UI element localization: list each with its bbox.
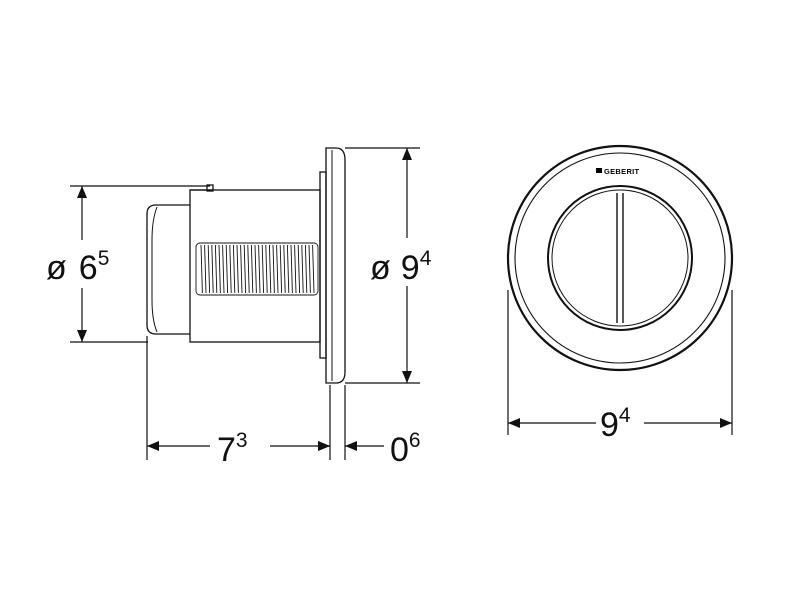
plate-dim-text-bg bbox=[366, 238, 450, 286]
thread-rib bbox=[290, 244, 293, 294]
side-view bbox=[146, 147, 346, 384]
thread-rib bbox=[236, 244, 239, 294]
thread-rib bbox=[232, 244, 236, 294]
thread-rib bbox=[250, 244, 254, 294]
flange-plate bbox=[325, 147, 346, 384]
flange-back bbox=[319, 171, 327, 359]
thread-rib bbox=[218, 244, 221, 294]
thread-rib bbox=[225, 244, 229, 294]
body-length-label: 73 bbox=[217, 429, 248, 469]
thread-rib bbox=[200, 244, 203, 294]
brand-label: GEBERIT bbox=[604, 167, 640, 176]
thread-rib bbox=[243, 244, 247, 294]
front-button-inner bbox=[551, 189, 689, 327]
front-width-label: 94 bbox=[600, 404, 631, 444]
front-view bbox=[506, 144, 734, 372]
thread-rib bbox=[261, 244, 265, 294]
left-dim-text-bg bbox=[42, 240, 130, 288]
thread-rib bbox=[297, 244, 301, 294]
thread-rib bbox=[268, 244, 272, 294]
thread-rib bbox=[211, 244, 214, 294]
thread-rib bbox=[222, 244, 225, 294]
thread-rib bbox=[279, 244, 283, 294]
thread-rib bbox=[258, 244, 261, 294]
thread-rib bbox=[294, 244, 297, 294]
thread-rib bbox=[229, 244, 232, 294]
housing-body bbox=[189, 189, 321, 343]
button-cap-inner-edge bbox=[151, 206, 158, 333]
length-text-bg bbox=[210, 422, 270, 468]
plate-thickness-label: 06 bbox=[390, 429, 421, 469]
thread-rib bbox=[247, 244, 250, 294]
thread-rib bbox=[214, 244, 218, 294]
front-width-text-bg bbox=[596, 400, 644, 440]
thread-rib bbox=[312, 244, 315, 294]
thread-rib bbox=[308, 244, 311, 294]
button-cap bbox=[146, 204, 190, 335]
thread-outline bbox=[195, 242, 319, 296]
front-plate-outer bbox=[506, 144, 734, 372]
brand-logo-mark bbox=[596, 168, 602, 173]
thread-rib bbox=[272, 244, 275, 294]
thread-rib bbox=[240, 244, 243, 294]
thread-ribs bbox=[195, 242, 319, 296]
thread-rib bbox=[301, 244, 304, 294]
housing-lip bbox=[206, 184, 214, 192]
thread-rib bbox=[283, 244, 286, 294]
front-plate-inner bbox=[514, 152, 726, 364]
thread-rib bbox=[304, 244, 308, 294]
thread-rib bbox=[254, 244, 257, 294]
thread-rib bbox=[265, 244, 268, 294]
front-button-outer bbox=[547, 185, 693, 331]
thread-rib bbox=[204, 244, 207, 294]
thread-rib bbox=[286, 244, 290, 294]
thread-rib bbox=[207, 244, 211, 294]
thread-rib bbox=[276, 244, 279, 294]
